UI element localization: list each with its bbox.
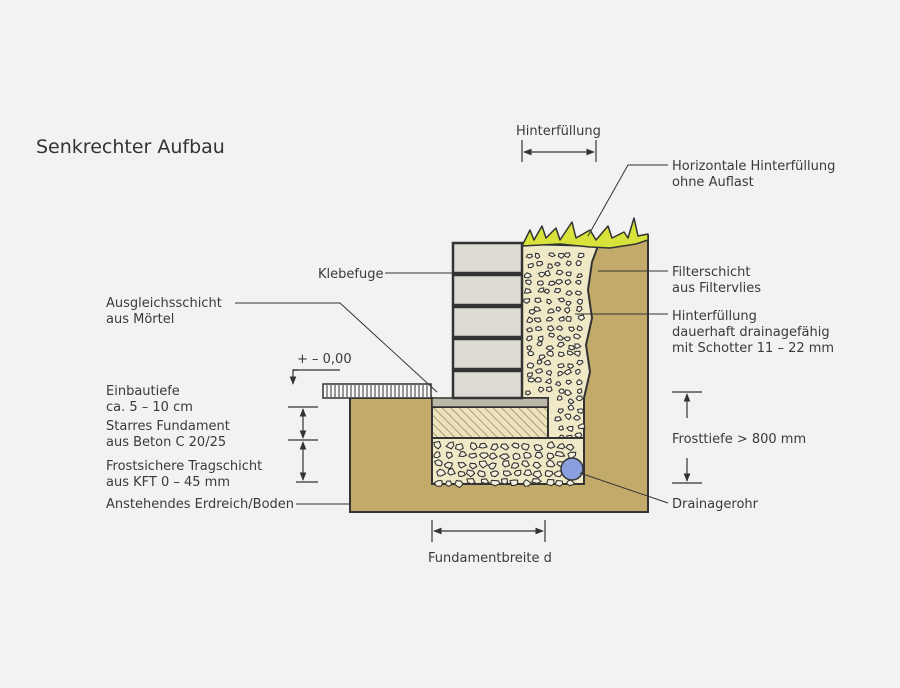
label-frost-depth: Frosttiefe > 800 mm xyxy=(672,432,806,447)
label-adhesive-joint: Klebefuge xyxy=(318,267,383,282)
wall-stone xyxy=(451,305,524,339)
label-native-soil: Anstehendes Erdreich/Boden xyxy=(106,497,294,512)
label-installation-depth-2: ca. 5 – 10 cm xyxy=(106,400,193,415)
label-backfill-width: Hinterfüllung xyxy=(516,124,601,139)
wall-stone xyxy=(451,241,524,275)
kft-stones xyxy=(433,440,579,489)
paving-strip xyxy=(322,383,432,399)
label-frost-layer-2: aus KFT 0 – 45 mm xyxy=(106,475,230,490)
label-filter-1: Filterschicht xyxy=(672,265,750,280)
label-horizontal-backfill-1: Horizontale Hinterfüllung xyxy=(672,159,835,174)
label-installation-depth-1: Einbautiefe xyxy=(106,384,180,399)
label-gravel-3: mit Schotter 11 – 22 mm xyxy=(672,341,834,356)
leader-lines xyxy=(235,164,669,505)
label-zero-level: + – 0,00 xyxy=(297,352,352,367)
mortar-levelling-layer xyxy=(431,397,549,408)
label-foundation-2: aus Beton C 20/25 xyxy=(106,435,226,450)
drainage-pipe xyxy=(560,457,584,481)
concrete-foundation xyxy=(431,406,549,439)
wall-stone xyxy=(451,337,524,371)
label-gravel-1: Hinterfüllung xyxy=(672,309,757,324)
label-drain-pipe: Drainagerohr xyxy=(672,497,759,512)
paving-joints xyxy=(326,385,428,397)
label-frost-layer-1: Frostsichere Tragschicht xyxy=(106,459,262,474)
label-levelling-1: Ausgleichsschicht xyxy=(106,296,222,311)
label-foundation-width: Fundamentbreite d xyxy=(428,551,552,566)
wall-stones xyxy=(451,241,524,400)
wall-stone xyxy=(451,369,524,400)
label-levelling-2: aus Mörtel xyxy=(106,312,174,327)
diagram-title: Senkrechter Aufbau xyxy=(36,136,225,158)
grass-layer xyxy=(521,217,649,249)
label-foundation-1: Starres Fundament xyxy=(106,419,230,434)
label-horizontal-backfill-2: ohne Auflast xyxy=(672,175,754,190)
dimension-lines xyxy=(288,140,702,542)
wall-stone xyxy=(451,273,524,307)
label-gravel-2: dauerhaft drainagefähig xyxy=(672,325,830,340)
gravel-stones xyxy=(523,252,586,442)
label-filter-2: aus Filtervlies xyxy=(672,281,761,296)
